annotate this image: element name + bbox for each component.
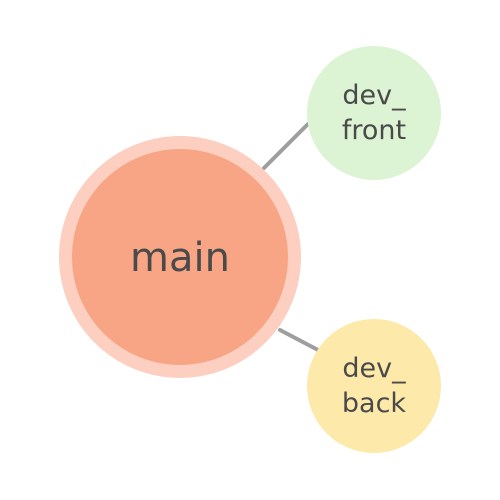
node-main[interactable]: main bbox=[59, 136, 301, 378]
node-dev-back[interactable]: dev_ back bbox=[307, 319, 441, 453]
node-dev-back-label-line2: back bbox=[342, 388, 407, 419]
node-dev-front-label-line2: front bbox=[342, 115, 406, 146]
node-dev-front-circle bbox=[307, 46, 441, 180]
node-dev-back-circle bbox=[307, 319, 441, 453]
connector-main-dev-back bbox=[278, 328, 320, 352]
node-dev-front-label-line1: dev_ bbox=[342, 80, 406, 111]
connector-main-dev-front bbox=[262, 122, 310, 170]
node-main-label: main bbox=[130, 235, 230, 281]
node-dev-back-label-line1: dev_ bbox=[342, 353, 406, 384]
node-dev-front[interactable]: dev_ front bbox=[307, 46, 441, 180]
node-main-circle bbox=[72, 149, 288, 365]
